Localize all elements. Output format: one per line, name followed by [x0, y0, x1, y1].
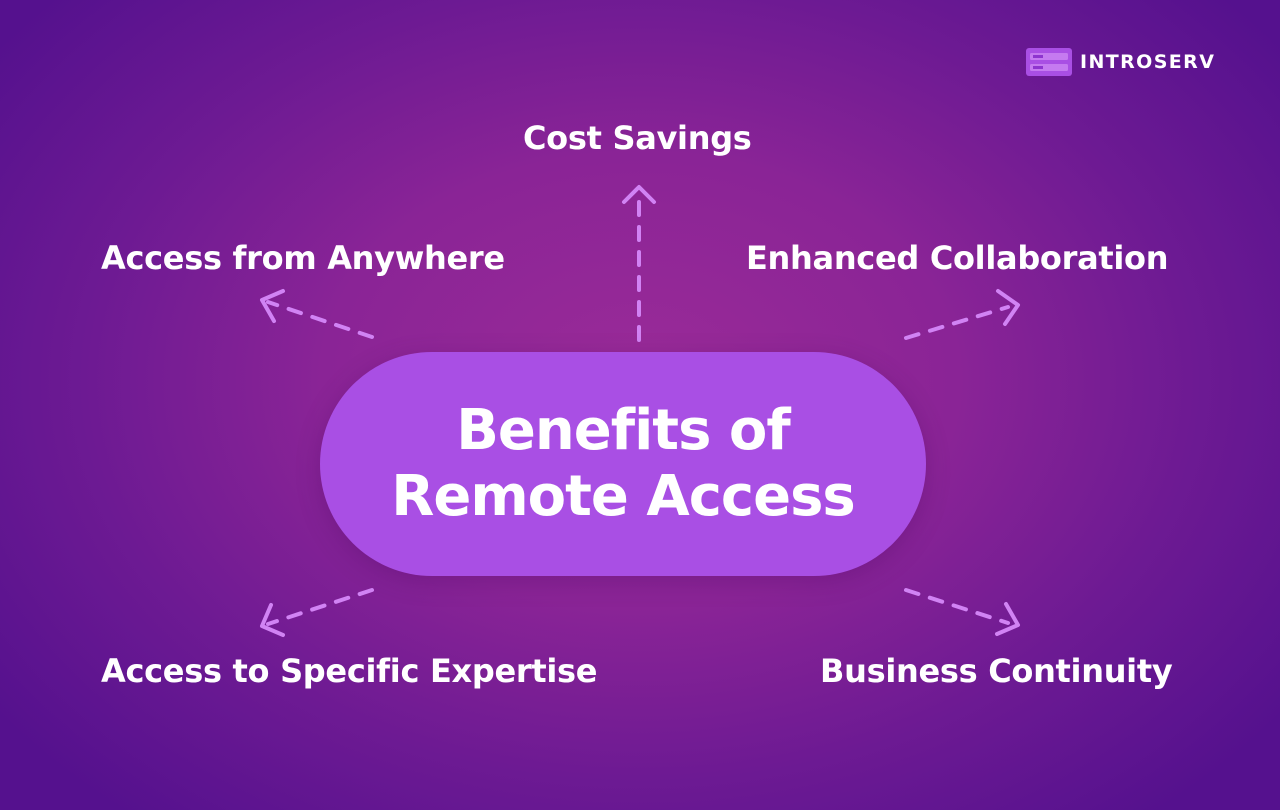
brand-logo[interactable]: INTROSERV — [1026, 47, 1215, 77]
arrow-enhanced-collaboration — [904, 289, 1020, 340]
brand-name: INTROSERV — [1080, 51, 1216, 73]
hub-title-line-2: Remote Access — [391, 464, 856, 529]
benefit-access-from-anywhere: Access from Anywhere — [101, 239, 505, 277]
arrow-access-to-specific-expertise — [260, 588, 374, 637]
center-hub: Benefits of Remote Access — [320, 352, 926, 576]
benefit-enhanced-collaboration: Enhanced Collaboration — [746, 239, 1169, 277]
arrow-cost-savings — [622, 185, 656, 342]
server-rack-icon — [1026, 48, 1072, 76]
benefit-cost-savings: Cost Savings — [523, 119, 752, 157]
benefit-access-to-specific-expertise: Access to Specific Expertise — [101, 652, 598, 690]
hub-title-line-1: Benefits of — [456, 398, 791, 463]
arrow-access-from-anywhere — [260, 289, 374, 339]
arrow-business-continuity — [904, 588, 1020, 636]
benefit-business-continuity: Business Continuity — [820, 652, 1173, 690]
